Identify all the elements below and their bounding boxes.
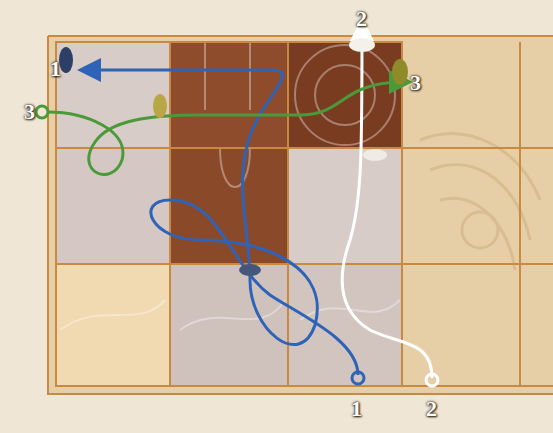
- callout-number: 2: [426, 398, 437, 420]
- callout-number: 3: [24, 101, 35, 123]
- callout-number: 1: [351, 398, 362, 420]
- callout-number: 1: [50, 58, 61, 80]
- callout-number: 3: [410, 72, 421, 94]
- callout-number: 2: [356, 8, 367, 30]
